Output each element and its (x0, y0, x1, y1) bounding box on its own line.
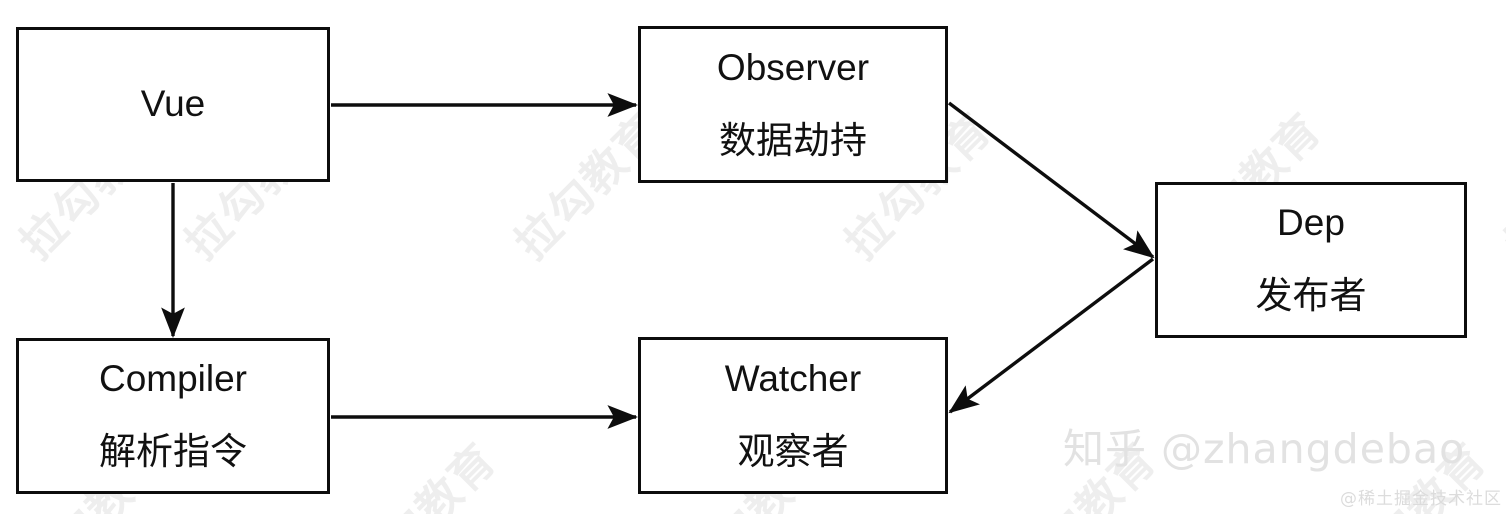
signature-watermark-sub: @稀土掘金技术社区 (1340, 489, 1502, 509)
node-compiler-title: Compiler (98, 358, 248, 400)
node-observer[interactable]: Observer 数据劫持 (638, 26, 948, 183)
node-observer-subtitle: 数据劫持 (719, 118, 867, 162)
node-watcher-subtitle: 观察者 (737, 429, 849, 473)
node-watcher-title: Watcher (724, 357, 862, 399)
node-dep[interactable]: Dep 发布者 (1155, 182, 1467, 338)
node-compiler-subtitle: 解析指令 (99, 430, 247, 473)
node-watcher[interactable]: Watcher 观察者 (638, 337, 948, 494)
node-vue-title: Vue (140, 83, 206, 125)
node-compiler[interactable]: Compiler 解析指令 (16, 338, 330, 494)
node-observer-title: Observer (716, 46, 870, 88)
signature-watermark-main: 知乎 @zhangdebao (1063, 425, 1466, 473)
node-dep-title: Dep (1277, 202, 1345, 244)
node-dep-subtitle: 发布者 (1255, 274, 1367, 317)
node-vue[interactable]: Vue (16, 27, 330, 182)
